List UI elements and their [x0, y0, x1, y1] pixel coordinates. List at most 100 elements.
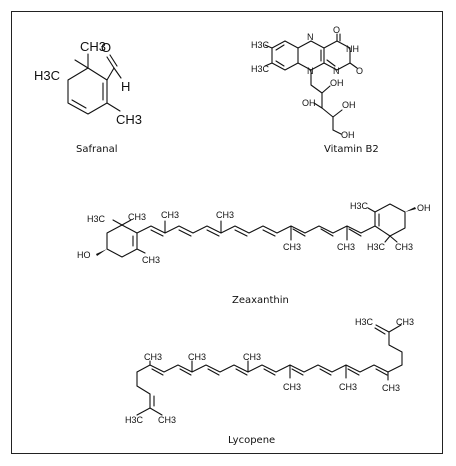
zeax-atom-ch3-left-bot: CH3: [142, 255, 160, 265]
vitb2-atom-oh-4: OH: [341, 130, 355, 140]
vitamin-b2-structure: H3C H3C N N N NH O O OH OH OH OH Vitamin…: [251, 25, 379, 155]
lyco-double-1: [151, 368, 164, 376]
figure-frame: [11, 11, 443, 454]
lyco-double-6: [291, 368, 304, 376]
lyco-left-end-2: [136, 385, 151, 395]
vitb2-atom-o-top: O: [333, 25, 340, 35]
zeaxanthin-structure: H3C CH3 HO CH3 CH3 CH3 CH3 CH3 H3C OH H3…: [77, 201, 431, 306]
vitb2-atom-oh-1: OH: [330, 78, 344, 88]
zeax-double-7: [320, 228, 334, 237]
vitb2-co-right: [349, 62, 358, 69]
vitb2-me-bot-bond: [264, 62, 273, 67]
vitb2-benzo-double-1: [275, 44, 285, 51]
lyco-right-tail-double: [374, 327, 386, 335]
vitb2-me-top-bond: [264, 44, 273, 49]
vitb2-atom-n-bot: N: [333, 66, 340, 76]
zeax-double-5: [262, 229, 276, 237]
zeax-double-6: [292, 228, 306, 237]
vitb2-pyrimidine-ring: [323, 40, 351, 71]
zeax-right-gem-2: [389, 235, 398, 243]
zeax-double-3: [206, 229, 220, 237]
safranal-aldehyde-co: [106, 56, 115, 69]
safranal-aldehyde-bond: [106, 67, 115, 81]
vitb2-oh-bond-2: [313, 102, 323, 109]
lyco-double-4: [235, 368, 248, 376]
lyco-polyene-chain: [136, 364, 403, 373]
lyco-double-8: [347, 368, 360, 376]
lyco-atom-ch3-up-2: CH3: [188, 352, 206, 362]
zeax-atom-ch3-left-top: CH3: [128, 212, 146, 222]
safranal-caption: Safranal: [76, 144, 117, 155]
zeax-right-gem-1: [384, 235, 391, 243]
lyco-atom-ch3-bot: CH3: [158, 415, 176, 425]
lyco-double-3: [207, 368, 220, 376]
vitb2-benzo-double-2: [275, 60, 285, 67]
lycopene-caption: Lycopene: [228, 435, 275, 446]
safranal-double-bond-2: [71, 99, 87, 109]
vitb2-oh-bond-1: [321, 85, 331, 94]
safranal-atom-ch3-ring: CH3: [116, 112, 142, 127]
lyco-double-5: [263, 368, 276, 376]
lyco-left-tail: [136, 393, 151, 416]
vitb2-ribityl-chain: [310, 69, 334, 131]
zeax-double-4: [234, 229, 248, 237]
zeax-left-gem-2: [121, 219, 132, 226]
zeax-atom-ch3-up-1: CH3: [161, 210, 179, 220]
zeax-atom-h3c-left: H3C: [87, 214, 106, 224]
zeax-atom-ch3-up-2: CH3: [216, 210, 234, 220]
zeax-atom-ch3-down-1: CH3: [283, 242, 301, 252]
zeax-atom-h3c-right: H3C: [350, 201, 369, 211]
zeax-double-8: [348, 228, 362, 237]
lyco-double-9: [375, 368, 388, 376]
lyco-atom-ch3-down-2: CH3: [339, 382, 357, 392]
zeax-polyene-chain: [136, 225, 376, 234]
lycopene-structure: CH3 CH3 CH3 CH3 CH3 CH3 H3C CH3 H3C CH3 …: [125, 317, 414, 446]
safranal-aldehyde-co-2: [109, 54, 118, 67]
zeax-left-gem-1: [112, 219, 123, 226]
zeax-atom-h3c-right-bot: H3C: [367, 242, 386, 252]
safranal-ring-bonds: [67, 67, 108, 115]
lyco-atom-ch3-up-3: CH3: [243, 352, 261, 362]
vitb2-oh-bond-3: [332, 109, 343, 118]
lyco-atom-h3c-top: H3C: [355, 317, 374, 327]
zeax-right-oh-wedge: [405, 207, 416, 212]
vitb2-atom-oh-2: OH: [302, 98, 316, 108]
lyco-atom-ch3-up-1: CH3: [144, 352, 162, 362]
vitb2-atom-nh: NH: [346, 44, 359, 54]
zeax-right-methyl: [367, 207, 376, 213]
lyco-right-tail: [375, 324, 403, 366]
vitb2-pyrimidine-double: [326, 59, 336, 67]
safranal-methyl-bond: [106, 102, 121, 112]
safranal-atom-ch3-top: CH3: [80, 39, 106, 54]
vitamin-b2-caption: Vitamin B2: [324, 144, 379, 155]
zeax-atom-oh-right: OH: [417, 203, 431, 213]
lyco-right-gem: [388, 324, 402, 333]
vitb2-atom-oh-3: OH: [342, 100, 356, 110]
zeaxanthin-caption: Zeaxanthin: [232, 295, 289, 306]
safranal-gem-methyl-1: [74, 59, 89, 69]
lyco-left-gem: [149, 407, 163, 416]
vitb2-atom-h3c-top: H3C: [251, 40, 270, 50]
lyco-atom-ch3-down-1: CH3: [283, 382, 301, 392]
lyco-atom-ch3-top: CH3: [396, 317, 414, 327]
vitb2-pyrazine-ring: [297, 40, 325, 71]
vitb2-oh-bond-4: [332, 129, 342, 135]
vitb2-atom-n-top: N: [307, 32, 314, 42]
zeax-double-1: [150, 229, 164, 237]
safranal-structure: H3C CH3 O H CH3 Safranal: [34, 39, 142, 155]
vitb2-atom-h3c-bot: H3C: [251, 64, 270, 74]
vitb2-atom-n-flavin: N: [307, 66, 314, 76]
safranal-aldehyde-ch: [113, 67, 122, 79]
zeax-left-methyl: [136, 248, 146, 254]
zeax-double-2: [178, 229, 192, 237]
safranal-atom-h: H: [121, 79, 130, 94]
zeax-atom-ch3-down-2: CH3: [337, 242, 355, 252]
lyco-atom-ch3-down-3: CH3: [382, 383, 400, 393]
vitb2-atom-o-right: O: [356, 66, 363, 76]
lyco-atom-h3c-bot: H3C: [125, 415, 144, 425]
lyco-double-2: [179, 368, 192, 376]
vitb2-benzo-ring: [271, 40, 299, 71]
zeax-atom-ch3-right-bot: CH3: [395, 242, 413, 252]
safranal-atom-h3c: H3C: [34, 68, 60, 83]
